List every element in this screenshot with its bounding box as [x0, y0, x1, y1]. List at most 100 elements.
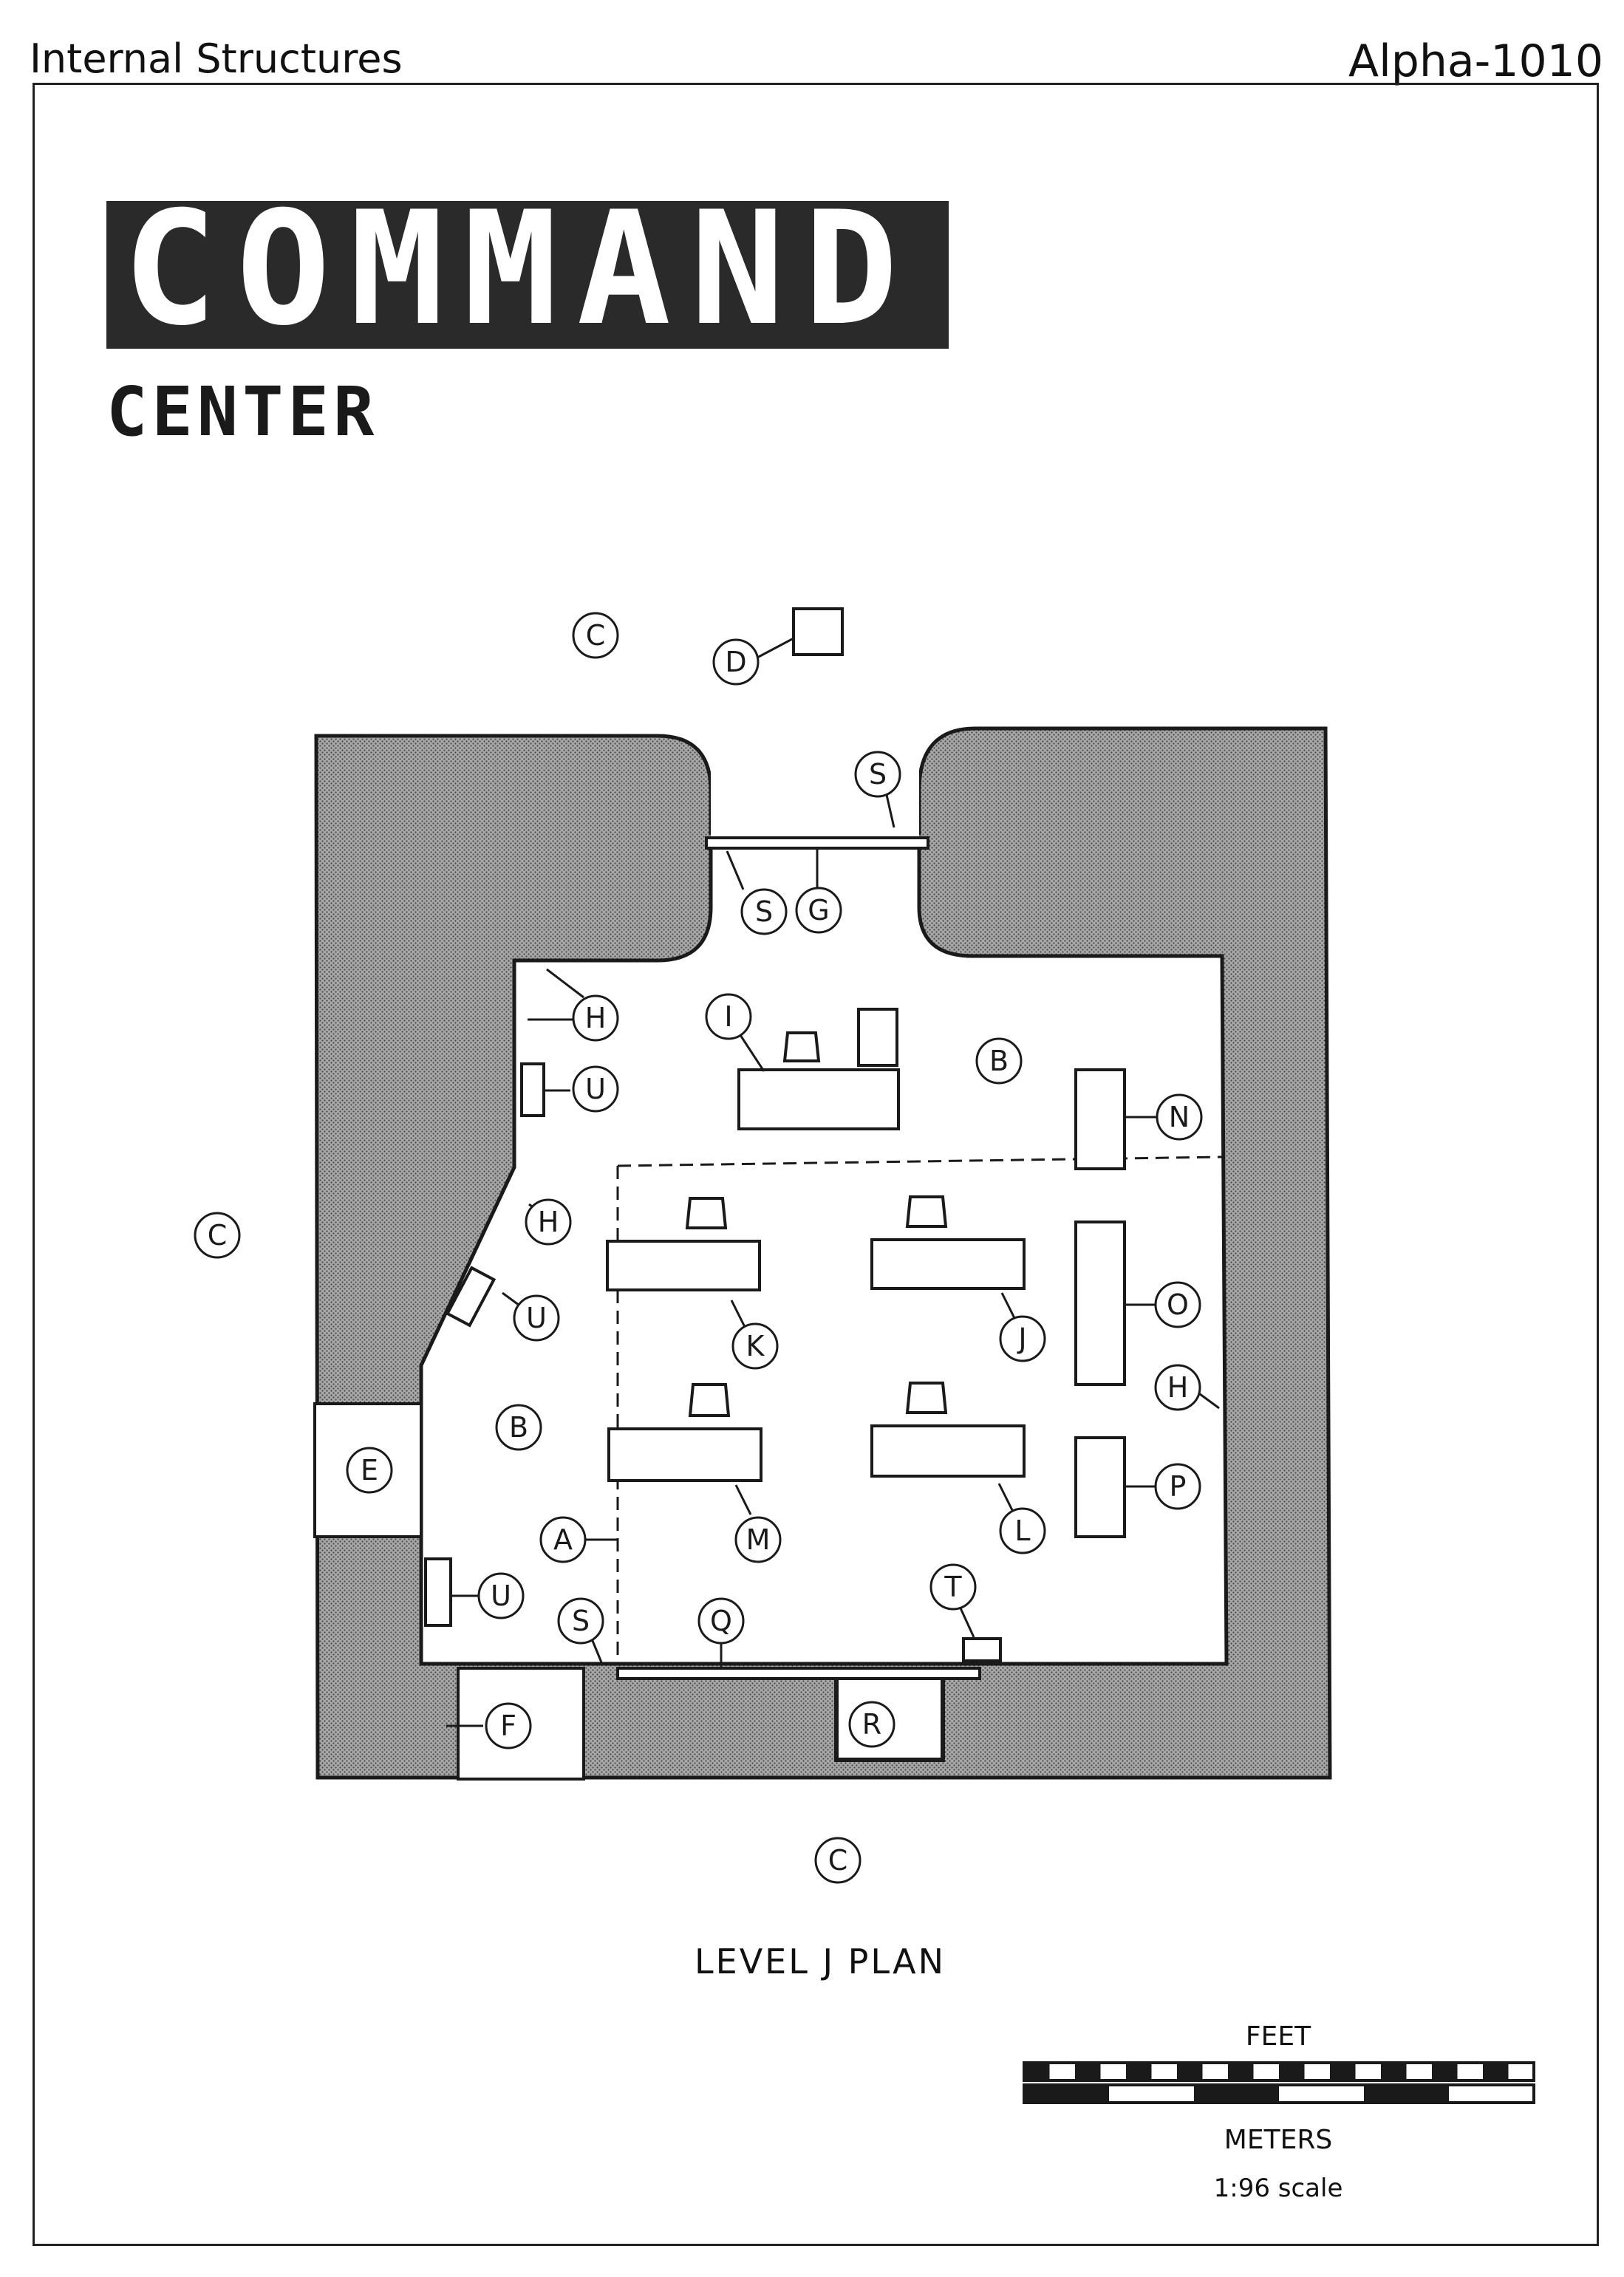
svg-text:C: C — [828, 1844, 848, 1877]
label-c-south: C — [814, 1837, 862, 1884]
console-l — [870, 1382, 1026, 1478]
unit-u-1 — [520, 1062, 545, 1117]
label-l: L — [999, 1507, 1046, 1554]
label-u-3: U — [477, 1572, 525, 1619]
scale-feet-segment — [1075, 2063, 1101, 2080]
unit-d — [792, 607, 844, 656]
console-m — [607, 1383, 762, 1482]
scale-feet-segment — [1381, 2063, 1407, 2080]
svg-text:B: B — [509, 1411, 528, 1444]
unit-u-3 — [424, 1557, 452, 1627]
svg-text:C: C — [586, 619, 606, 652]
scale-meter-segment — [1024, 2085, 1109, 2103]
label-q: Q — [697, 1597, 745, 1645]
svg-text:K: K — [746, 1330, 765, 1362]
plan-caption: LEVEL J PLAN — [695, 1942, 946, 1981]
svg-text:S: S — [755, 895, 773, 928]
svg-text:O: O — [1167, 1288, 1189, 1321]
label-r: R — [848, 1701, 895, 1748]
scale-bar — [1023, 2061, 1535, 2104]
title-main-block: COMMAND — [106, 191, 949, 349]
svg-text:U: U — [526, 1302, 547, 1334]
bench-o — [1074, 1221, 1126, 1386]
plan-labels: C D S S G H I B U N C H U K J O H B E P … — [194, 612, 1203, 1884]
label-s-2: S — [740, 888, 788, 935]
svg-text:J: J — [1017, 1322, 1026, 1355]
label-j: J — [999, 1315, 1046, 1362]
label-e: E — [346, 1447, 393, 1494]
scale-ratio-label: 1:96 scale — [1213, 2174, 1343, 2203]
scale-feet-segment — [1330, 2063, 1356, 2080]
header-document-code: Alpha-1010 — [1348, 35, 1603, 87]
scale-feet-segment — [1432, 2063, 1458, 2080]
svg-text:M: M — [746, 1523, 771, 1556]
label-t: T — [929, 1563, 977, 1611]
scale-meters-label: METERS — [1224, 2125, 1333, 2155]
label-h-2: H — [525, 1198, 572, 1246]
scale-feet-segment — [1483, 2063, 1509, 2080]
svg-text:A: A — [553, 1523, 573, 1556]
svg-text:L: L — [1014, 1515, 1030, 1547]
svg-text:U: U — [585, 1073, 606, 1105]
bench-p — [1074, 1436, 1126, 1538]
label-s-3: S — [557, 1597, 604, 1645]
page-frame — [33, 83, 1599, 2246]
scale-feet-segment — [1228, 2063, 1254, 2080]
header-section-title: Internal Structures — [30, 35, 403, 82]
svg-text:H: H — [585, 1002, 607, 1034]
label-i: I — [705, 993, 752, 1040]
svg-text:Q: Q — [710, 1605, 732, 1637]
svg-text:F: F — [500, 1710, 516, 1742]
title-main: COMMAND — [123, 177, 918, 360]
south-panel-q — [616, 1667, 981, 1680]
label-b-1: B — [975, 1037, 1023, 1085]
svg-text:G: G — [808, 894, 829, 926]
label-h-3: H — [1154, 1364, 1201, 1411]
svg-text:S: S — [869, 758, 887, 791]
label-a: A — [539, 1516, 587, 1563]
scale-meter-segment — [1364, 2085, 1449, 2103]
scale-feet-segment — [1177, 2063, 1203, 2080]
scale-feet-label: FEET — [1245, 2021, 1311, 2052]
label-h-1: H — [572, 994, 619, 1042]
label-g: G — [795, 887, 842, 934]
scale-feet-segment — [1279, 2063, 1305, 2080]
label-u-2: U — [513, 1294, 560, 1342]
svg-text:S: S — [572, 1605, 590, 1637]
label-k: K — [731, 1322, 779, 1370]
console-i — [737, 1008, 900, 1130]
svg-text:C: C — [208, 1219, 228, 1252]
label-p: P — [1154, 1463, 1201, 1510]
label-n: N — [1156, 1093, 1203, 1141]
svg-text:I: I — [724, 1000, 732, 1033]
label-b-2: B — [495, 1404, 542, 1451]
north-door-g — [705, 836, 929, 850]
svg-text:P: P — [1170, 1470, 1187, 1503]
svg-text:R: R — [862, 1708, 881, 1741]
scale-meter-segment — [1194, 2085, 1279, 2103]
svg-text:D: D — [725, 646, 746, 678]
unit-u-2 — [445, 1266, 497, 1328]
label-o: O — [1154, 1281, 1201, 1328]
label-c-north: C — [572, 612, 619, 659]
scale-feet-segment — [1024, 2063, 1050, 2080]
console-k — [606, 1197, 761, 1291]
svg-text:H: H — [538, 1206, 559, 1238]
scale-feet-segment — [1126, 2063, 1152, 2080]
label-u-1: U — [572, 1065, 619, 1113]
label-s-1: S — [854, 751, 901, 798]
svg-text:T: T — [944, 1571, 962, 1603]
title-sub: CENTER — [106, 372, 379, 451]
svg-text:H: H — [1167, 1371, 1189, 1404]
svg-text:N: N — [1169, 1101, 1190, 1133]
console-j — [870, 1195, 1026, 1290]
label-d: D — [712, 638, 760, 686]
svg-text:B: B — [989, 1045, 1009, 1077]
label-c-west: C — [194, 1212, 241, 1259]
label-m: M — [734, 1516, 782, 1563]
svg-text:E: E — [361, 1454, 378, 1486]
unit-t — [962, 1637, 1002, 1662]
svg-text:U: U — [491, 1580, 511, 1612]
bench-n — [1074, 1068, 1126, 1170]
